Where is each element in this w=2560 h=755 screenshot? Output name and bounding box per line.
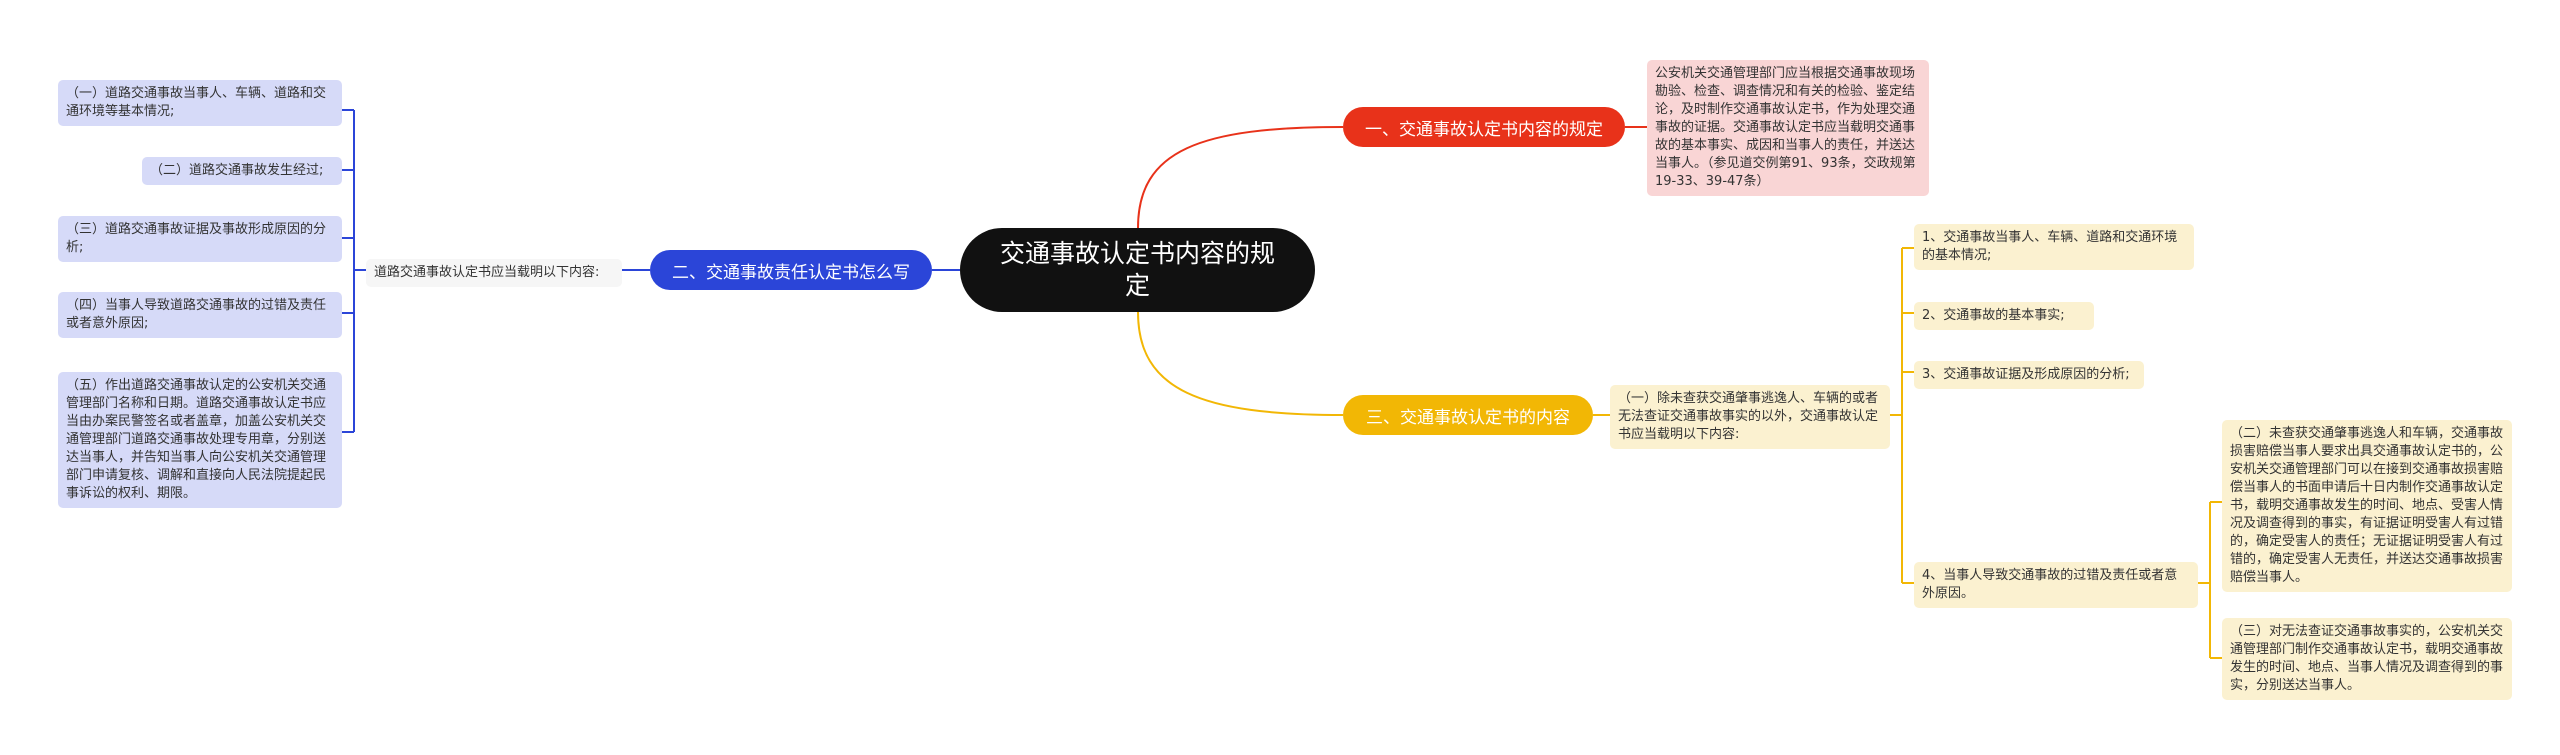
branch-3-topic[interactable]: 三、交通事故认定书的内容 xyxy=(1343,395,1593,435)
bracket-branch3 xyxy=(1890,247,1914,584)
branch-2-item-1[interactable]: （一）道路交通事故当事人、车辆、道路和交通环境等基本情况; xyxy=(58,80,342,126)
branch-3-subtopic[interactable]: （一）除未查获交通肇事逃逸人、车辆的或者无法查证交通事故事实的以外，交通事故认定… xyxy=(1610,385,1890,449)
branch-3-extra-1[interactable]: （二）未查获交通肇事逃逸人和车辆，交通事故损害赔偿当事人要求出具交通事故认定书的… xyxy=(2222,420,2512,592)
branch-3-item-2[interactable]: 2、交通事故的基本事实; xyxy=(1914,302,2094,330)
link-root-branch1 xyxy=(1137,126,1344,229)
branch-3-item-1[interactable]: 1、交通事故当事人、车辆、道路和交通环境的基本情况; xyxy=(1914,224,2194,270)
branch-2-item-2[interactable]: （二）道路交通事故发生经过; xyxy=(142,157,342,185)
branch-3-item-3[interactable]: 3、交通事故证据及形成原因的分析; xyxy=(1914,361,2144,389)
branch-2-item-3[interactable]: （三）道路交通事故证据及事故形成原因的分析; xyxy=(58,216,342,262)
link-root-branch3 xyxy=(1137,311,1344,416)
branch-2-item-5[interactable]: （五）作出道路交通事故认定的公安机关交通管理部门名称和日期。道路交通事故认定书应… xyxy=(58,372,342,508)
bracket-item4 xyxy=(2198,501,2222,659)
root-topic[interactable]: 交通事故认定书内容的规定 xyxy=(960,228,1315,312)
bracket-branch2 xyxy=(342,109,366,433)
branch-1-topic[interactable]: 一、交通事故认定书内容的规定 xyxy=(1343,107,1625,147)
branch-3-extra-2[interactable]: （三）对无法查证交通事故事实的，公安机关交通管理部门制作交通事故认定书，载明交通… xyxy=(2222,618,2512,700)
branch-3-item-4[interactable]: 4、当事人导致交通事故的过错及责任或者意外原因。 xyxy=(1914,562,2198,608)
branch-1-leaf[interactable]: 公安机关交通管理部门应当根据交通事故现场勘验、检查、调查情况和有关的检验、鉴定结… xyxy=(1647,60,1929,196)
branch-2-item-4[interactable]: （四）当事人导致道路交通事故的过错及责任或者意外原因; xyxy=(58,292,342,338)
branch-2-topic[interactable]: 二、交通事故责任认定书怎么写 xyxy=(650,250,932,290)
branch-2-subtopic[interactable]: 道路交通事故认定书应当载明以下内容: xyxy=(366,259,622,287)
